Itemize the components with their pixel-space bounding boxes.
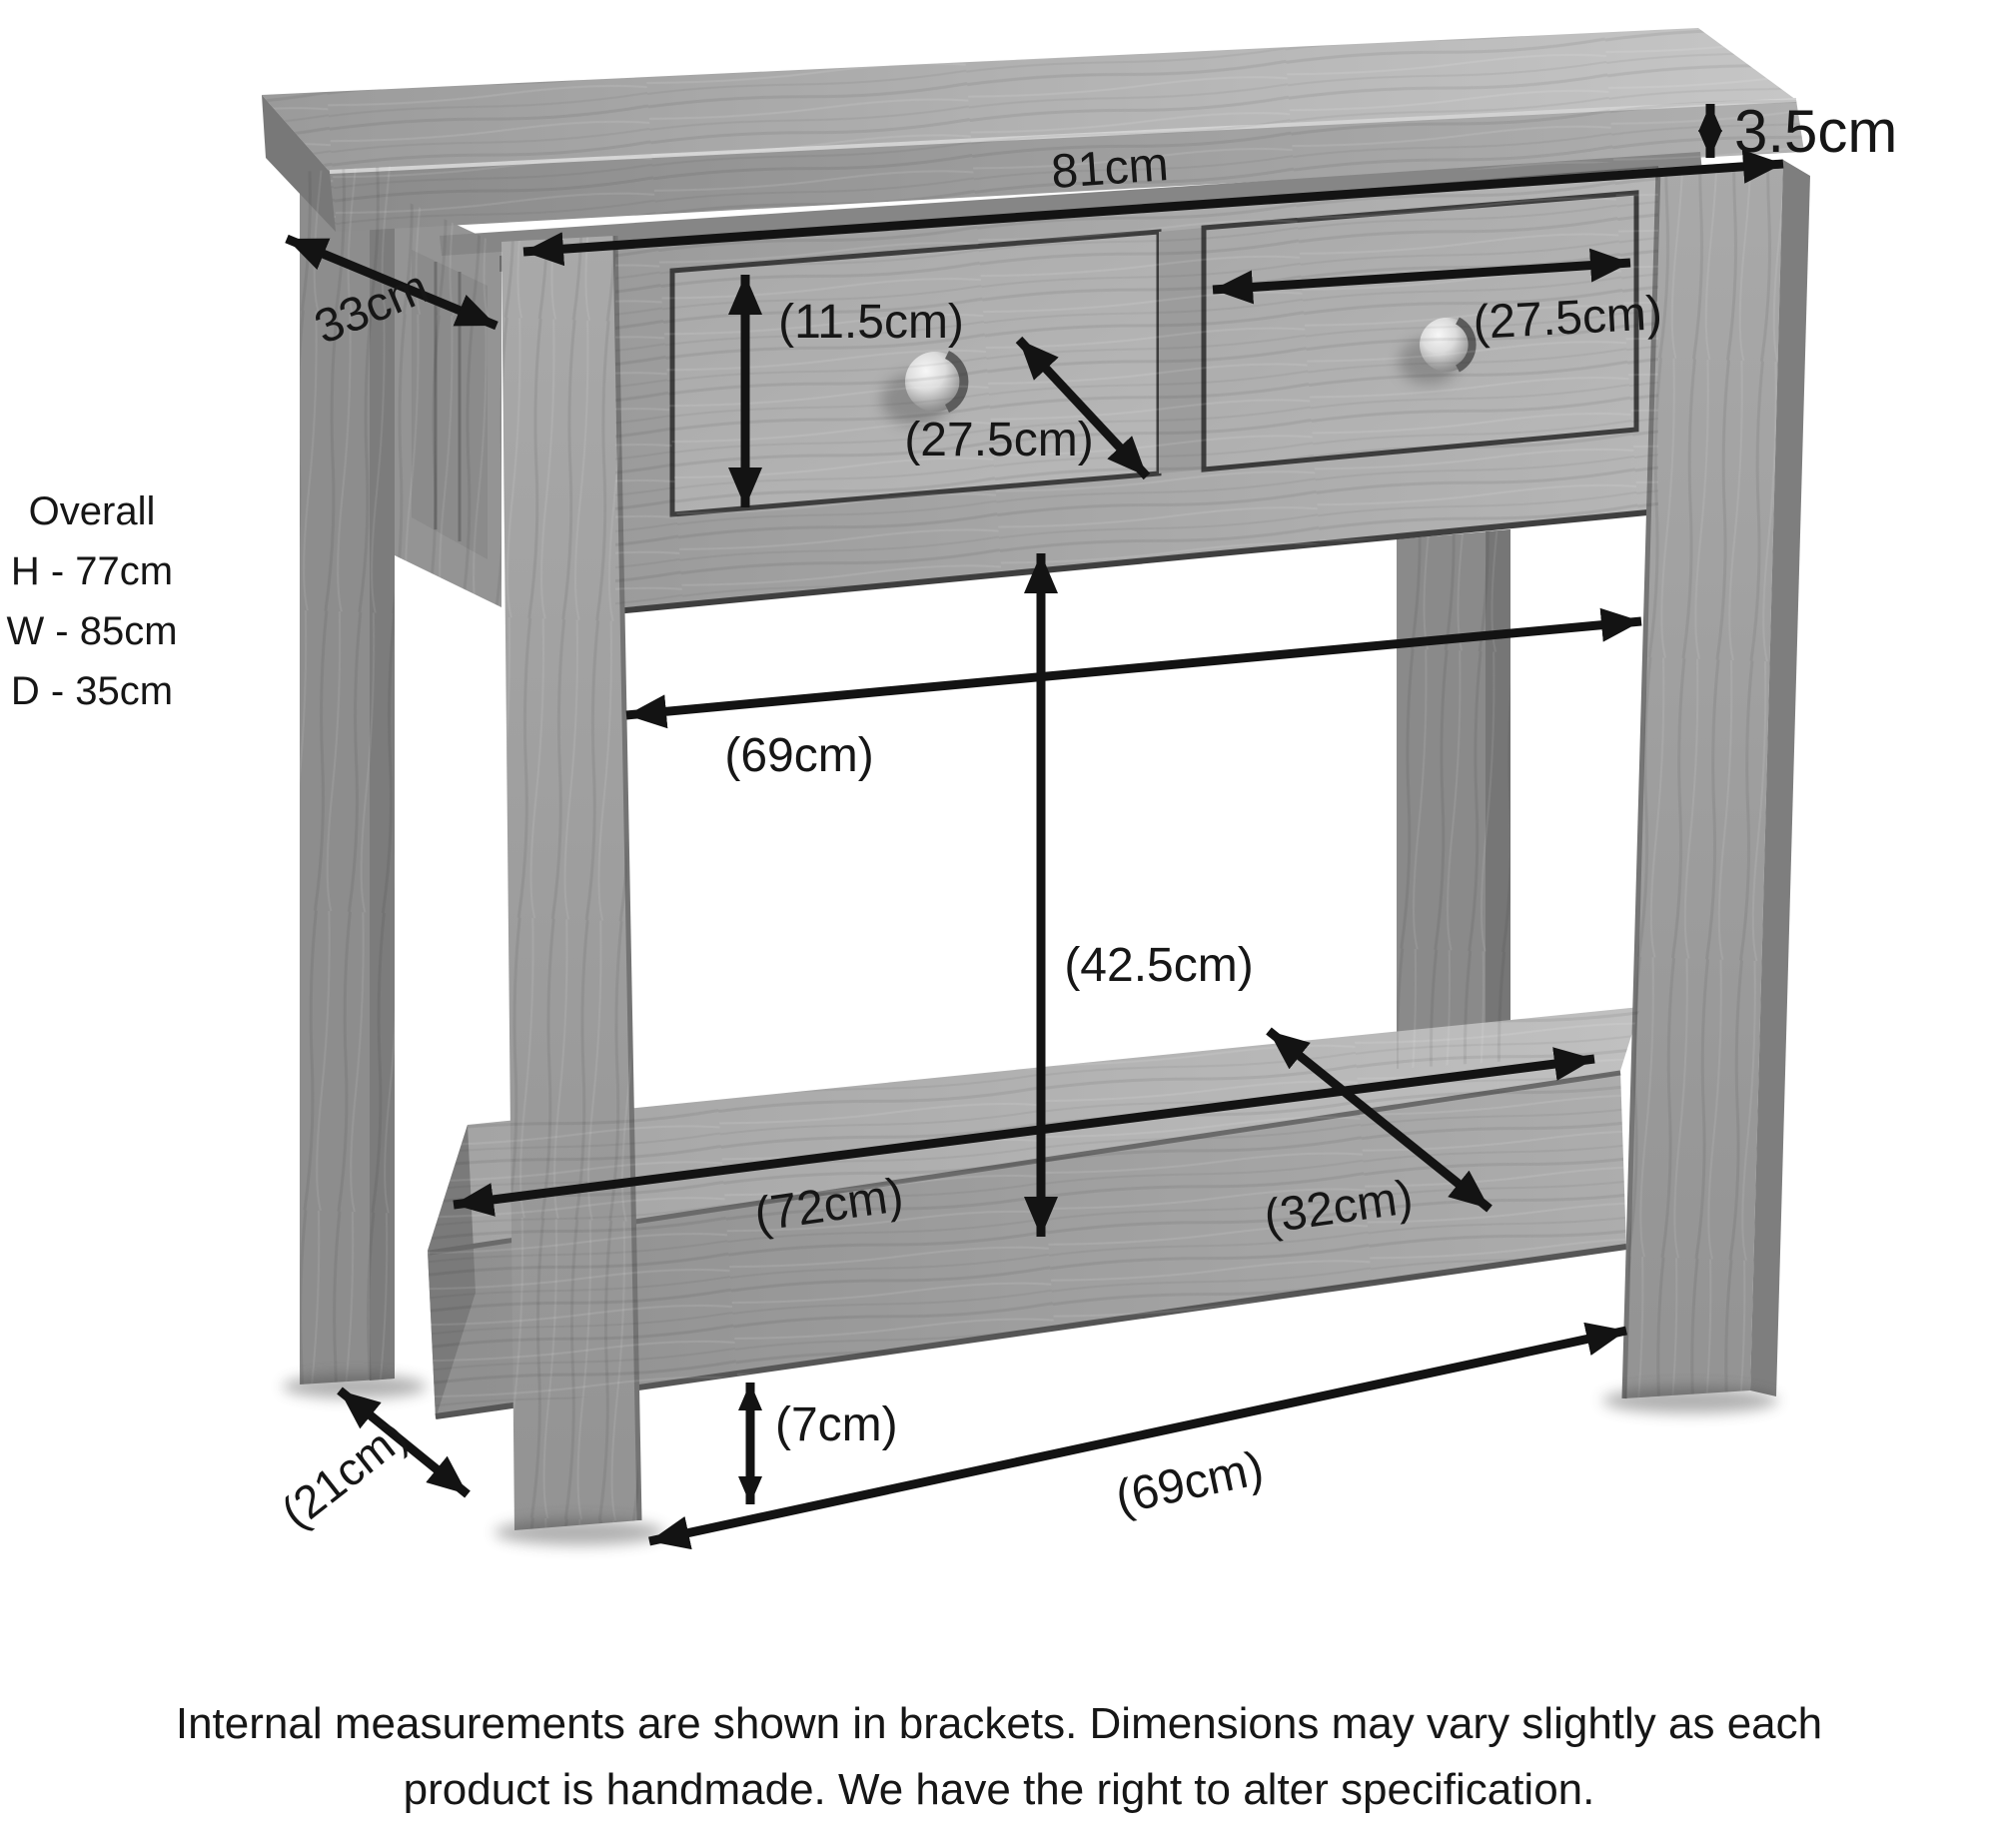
overall-width: W - 85cm xyxy=(6,609,177,653)
overall-dimensions-block: Overall H - 77cm W - 85cm D - 35cm xyxy=(6,489,177,713)
footer-line-2: product is handmade. We have the right t… xyxy=(404,1765,1595,1814)
foot-shadow xyxy=(1602,1387,1778,1413)
bottom-width-arrow xyxy=(648,1322,1627,1550)
leg-foot-depth-label: (21cm) xyxy=(272,1409,417,1538)
footer-note: Internal measurements are shown in brack… xyxy=(176,1699,1822,1814)
top-thickness-label: 3.5cm xyxy=(1734,98,1897,165)
foot-shadow xyxy=(495,1519,664,1545)
dimension-arrows xyxy=(285,104,1784,1550)
foot-shadow xyxy=(283,1375,427,1398)
right-drawer-width-label: (27.5cm) xyxy=(1472,287,1663,350)
shelf-depth-arrow xyxy=(1266,1027,1493,1213)
left-drawer-diagonal-arrow xyxy=(1015,336,1151,480)
overall-title: Overall xyxy=(29,489,156,533)
leg-depth-arrow xyxy=(337,1386,471,1498)
overall-height: H - 77cm xyxy=(11,549,173,593)
left-drawer-width-label: (27.5cm) xyxy=(904,414,1093,466)
front-right-leg-side xyxy=(1750,160,1810,1396)
under-drawer-height-label: (42.5cm) xyxy=(1064,939,1253,992)
overall-depth: D - 35cm xyxy=(11,669,173,713)
footer-line-1: Internal measurements are shown in brack… xyxy=(176,1699,1822,1748)
top-width-arrow xyxy=(522,149,1784,267)
bottom-width-label: (69cm) xyxy=(1111,1441,1268,1524)
inner-width-arrow xyxy=(625,607,1642,729)
top-width-label: 81cm xyxy=(1050,138,1171,199)
right-drawer-width-arrow xyxy=(1212,248,1631,305)
floor-clearance-label: (7cm) xyxy=(775,1398,898,1451)
side-depth-arrow xyxy=(285,234,499,331)
inner-width-label: (69cm) xyxy=(724,729,873,782)
drawer-height-label: (11.5cm) xyxy=(778,296,964,349)
